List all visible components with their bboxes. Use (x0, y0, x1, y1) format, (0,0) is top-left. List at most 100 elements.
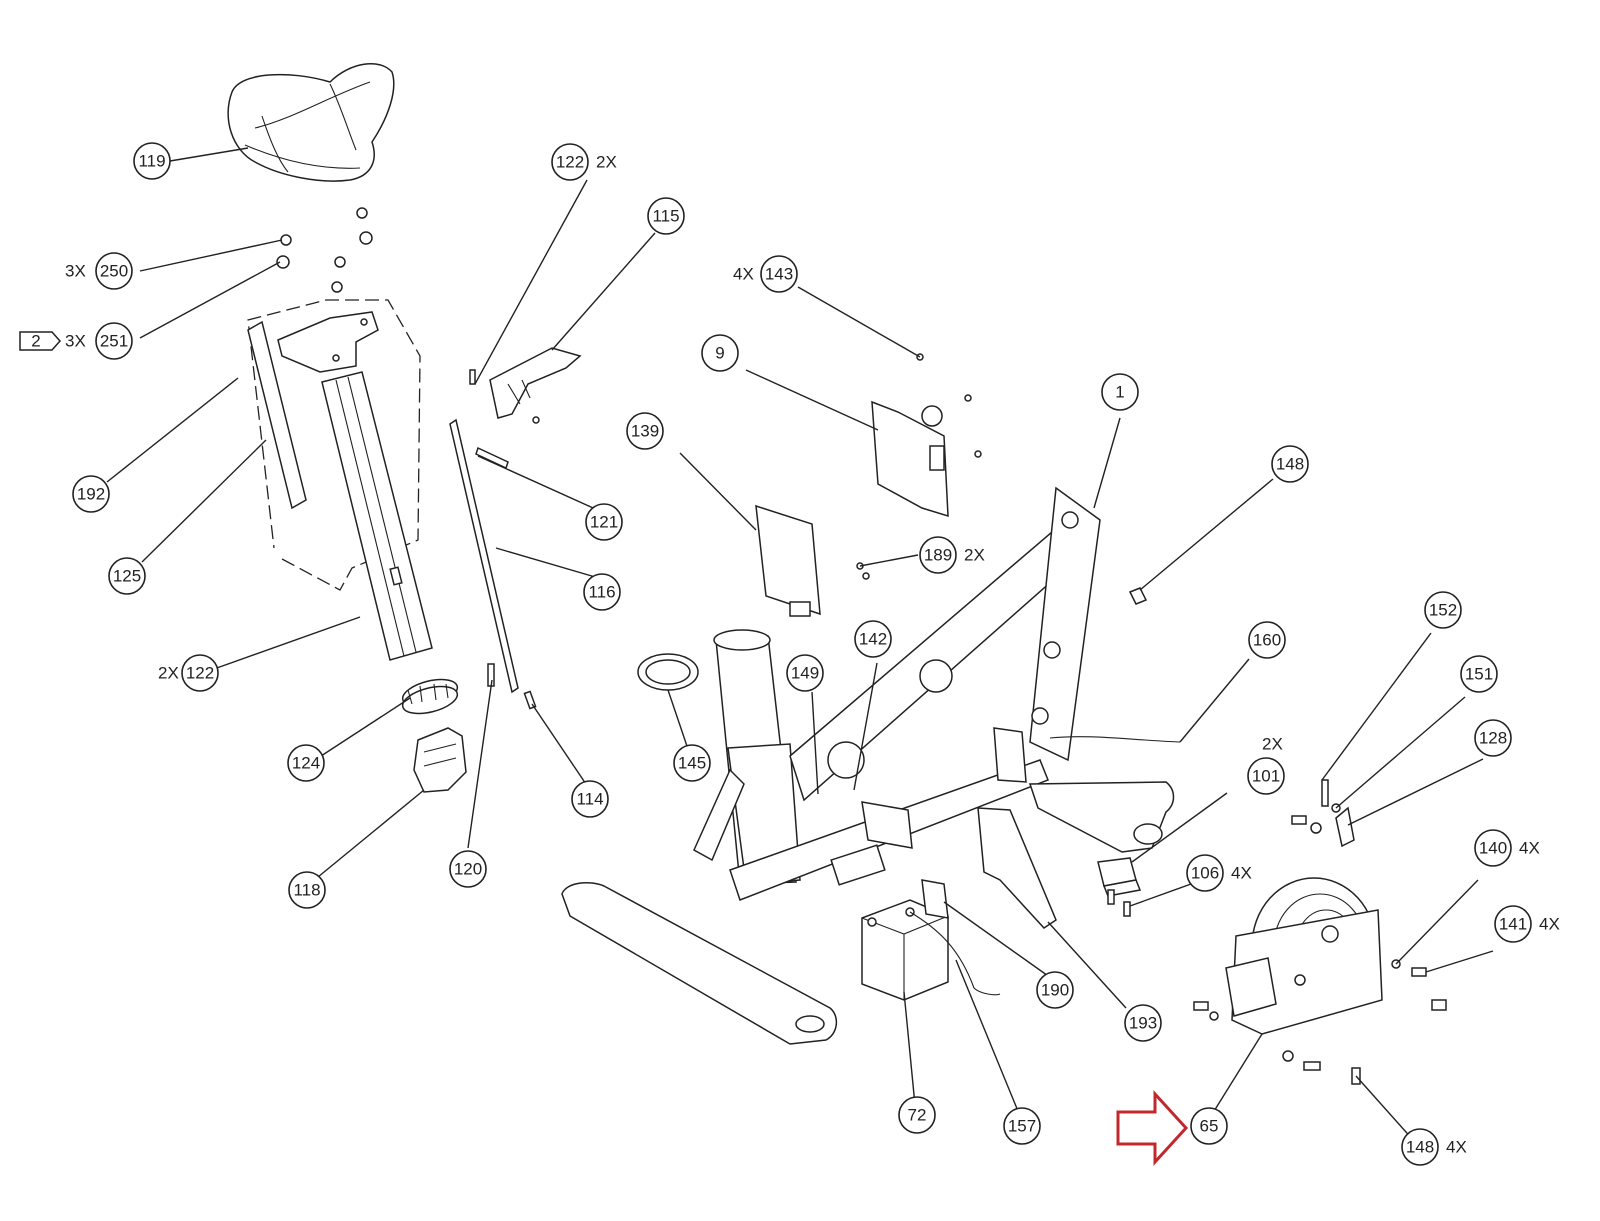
note-flag-label: 2 (31, 332, 40, 351)
svg-text:122: 122 (556, 153, 584, 172)
quantity-label: 2X (964, 546, 985, 565)
callout-114: 114 (571, 780, 609, 818)
flywheel-assembly-part (1225, 877, 1383, 1035)
callout-1: 1 (1101, 373, 1139, 411)
callout-125: 125 (108, 557, 146, 595)
svg-text:128: 128 (1479, 729, 1507, 748)
quantity-label: 3X (65, 332, 86, 351)
svg-text:145: 145 (678, 754, 706, 773)
callout-128: 128 (1474, 719, 1512, 757)
callout-148-top: 148 (1271, 445, 1309, 483)
callout-65: 65 (1190, 1107, 1228, 1145)
quantity-label: 4X (733, 265, 754, 284)
svg-text:9: 9 (715, 344, 724, 363)
svg-text:65: 65 (1200, 1117, 1219, 1136)
quantity-label: 4X (1231, 864, 1252, 883)
quantity-label: 3X (65, 262, 86, 281)
seat-hardware (276, 207, 373, 293)
callout-251: 2 3X 251 (19, 322, 133, 360)
quantity-label: 2X (1262, 735, 1283, 754)
callout-116: 116 (583, 573, 621, 611)
callout-143: 4X 143 (733, 255, 798, 293)
svg-text:139: 139 (631, 422, 659, 441)
front-bracket-part (1097, 857, 1142, 897)
svg-text:106: 106 (1191, 864, 1219, 883)
callout-121: 121 (585, 503, 623, 541)
svg-text:141: 141 (1499, 915, 1527, 934)
svg-text:140: 140 (1479, 839, 1507, 858)
bolts-106 (1107, 889, 1131, 917)
callout-148-bottom: 148 4X (1401, 1128, 1467, 1166)
chain-guard-part (977, 807, 1057, 929)
svg-text:120: 120 (454, 860, 482, 879)
callout-122-top: 122 2X (551, 143, 617, 181)
callout-149: 149 (786, 654, 824, 692)
callout-157: 157 (1003, 1107, 1041, 1145)
callout-151: 151 (1460, 655, 1498, 693)
svg-text:190: 190 (1041, 981, 1069, 1000)
callout-145: 145 (673, 744, 711, 782)
svg-text:193: 193 (1129, 1014, 1157, 1033)
callout-142: 142 (854, 620, 892, 658)
quantity-label: 2X (158, 664, 179, 683)
callout-152: 152 (1424, 591, 1462, 629)
callout-190: 190 (1036, 971, 1074, 1009)
console-bracket-part (871, 353, 982, 518)
svg-text:125: 125 (113, 567, 141, 586)
seat-tube-ring-part (637, 653, 699, 691)
callout-118: 118 (288, 871, 326, 909)
callout-141: 141 4X (1494, 905, 1560, 943)
svg-text:1: 1 (1115, 383, 1124, 402)
svg-text:115: 115 (652, 207, 679, 226)
callout-140: 140 4X (1474, 829, 1540, 867)
svg-text:192: 192 (77, 485, 105, 504)
callout-72: 72 (898, 1096, 936, 1134)
battery-cover-part (921, 879, 949, 919)
svg-text:116: 116 (588, 583, 615, 602)
callout-120: 120 (449, 850, 487, 888)
highlight-arrow-icon (1116, 1090, 1189, 1166)
battery-cable-part (909, 911, 1001, 996)
svg-text:143: 143 (765, 265, 793, 284)
callout-119: 119 (133, 142, 171, 180)
svg-text:152: 152 (1429, 601, 1457, 620)
callout-124: 124 (287, 744, 325, 782)
svg-text:122: 122 (186, 664, 214, 683)
callout-250: 3X 250 (65, 252, 133, 290)
cover-plate-part (755, 504, 870, 617)
callout-9: 9 (701, 334, 739, 372)
svg-text:160: 160 (1253, 631, 1281, 650)
callout-160: 160 (1248, 621, 1286, 659)
svg-text:124: 124 (292, 754, 320, 773)
callout-189: 189 2X (919, 536, 985, 574)
svg-text:148: 148 (1406, 1138, 1434, 1157)
callout-106: 106 4X (1186, 854, 1252, 892)
seat-clamp-part (413, 727, 467, 793)
quantity-label: 4X (1446, 1138, 1467, 1157)
svg-text:119: 119 (138, 152, 165, 171)
note-flag (19, 331, 62, 351)
seat-post-part (247, 299, 433, 661)
svg-text:251: 251 (100, 332, 128, 351)
callout-193: 193 (1124, 1004, 1162, 1042)
svg-text:149: 149 (791, 664, 819, 683)
svg-text:114: 114 (576, 790, 603, 809)
leader-lines (106, 147, 1494, 1142)
svg-text:151: 151 (1465, 665, 1493, 684)
battery-part (861, 899, 949, 1001)
svg-text:72: 72 (908, 1106, 927, 1125)
callout-115: 115 (647, 197, 685, 235)
callout-101: 2X 101 (1247, 735, 1285, 795)
svg-text:101: 101 (1252, 767, 1280, 786)
svg-text:121: 121 (590, 513, 618, 532)
svg-text:250: 250 (100, 262, 128, 281)
callout-139: 139 (626, 412, 664, 450)
callout-192: 192 (72, 475, 110, 513)
svg-text:157: 157 (1008, 1117, 1036, 1136)
quantity-label: 4X (1539, 915, 1560, 934)
adjustment-knob-part (401, 678, 459, 715)
lever-handle-part (469, 347, 582, 424)
svg-text:148: 148 (1276, 455, 1304, 474)
sensor-cable-part (1049, 736, 1181, 743)
